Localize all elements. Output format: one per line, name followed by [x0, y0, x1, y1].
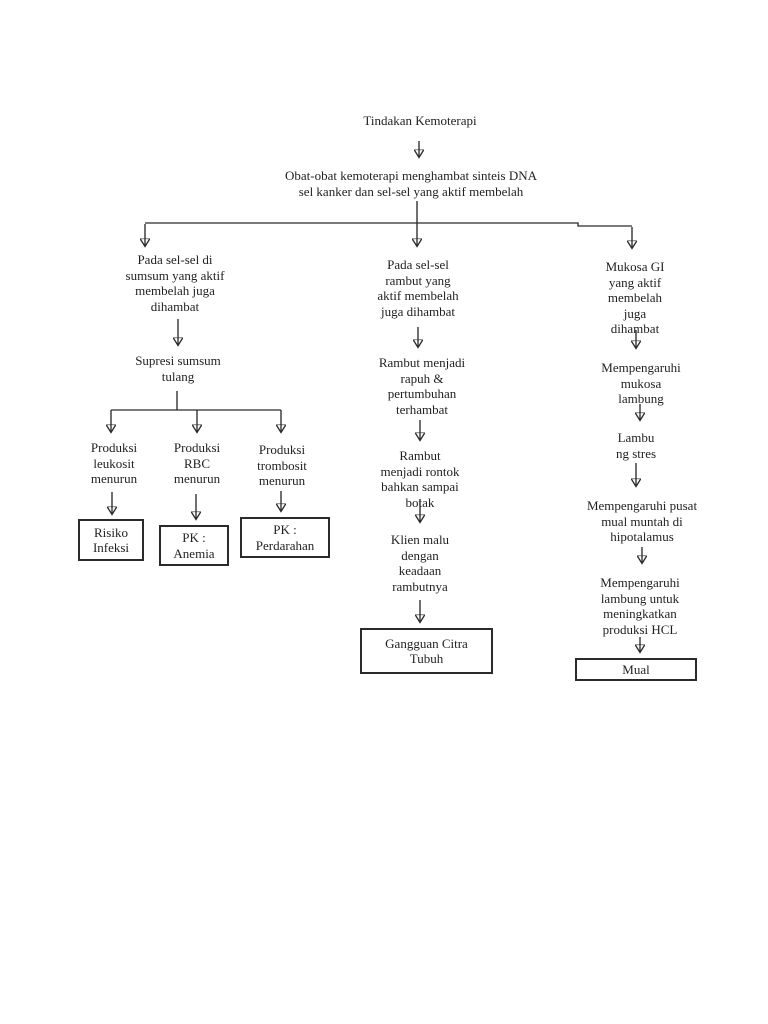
node-hair-step4: Klien malu dengan keadaan rambutnya — [390, 532, 450, 594]
node-hair-step2: Rambut menjadi rapuh & pertumbuhan terha… — [378, 355, 466, 417]
node-gi-step2: Mempengaruhi mukosa lambung — [601, 360, 681, 406]
node-trombosit: Produksi trombosit menurun — [257, 442, 307, 488]
box-gangguan-citra-tubuh: Gangguan Citra Tubuh — [360, 628, 493, 674]
node-title: Tindakan Kemoterapi — [363, 113, 477, 128]
node-rbc: Produksi RBC menurun — [173, 440, 221, 486]
node-gi-step1: Mukosa GI yang aktif membelah juga diham… — [605, 259, 665, 336]
node-root-cause: Obat-obat kemoterapi menghambat sinteis … — [285, 168, 537, 199]
node-hair-step1: Pada sel-sel rambut yang aktif membelah … — [377, 257, 459, 319]
box-mual: Mual — [575, 658, 697, 681]
box-risiko-infeksi: Risiko Infeksi — [78, 519, 144, 561]
node-marrow-step1: Pada sel-sel di sumsum yang aktif membel… — [125, 252, 225, 314]
node-gi-step5: Mempengaruhi lambung untuk meningkatkan … — [600, 575, 680, 637]
node-leukosit: Produksi leukosit menurun — [90, 440, 138, 486]
node-gi-step4: Mempengaruhi pusat mual muntah di hipota… — [586, 498, 698, 544]
branch-line-marrow — [111, 391, 281, 411]
node-marrow-step2: Supresi sumsum tulang — [135, 353, 221, 384]
box-pk-perdarahan: PK : Perdarahan — [240, 517, 330, 558]
box-pk-anemia: PK : Anemia — [159, 525, 229, 566]
node-gi-step3: Lambu ng stres — [615, 430, 657, 461]
branch-line-main — [145, 222, 632, 227]
node-hair-step3: Rambut menjadi rontok bahkan sampai bota… — [380, 448, 460, 510]
